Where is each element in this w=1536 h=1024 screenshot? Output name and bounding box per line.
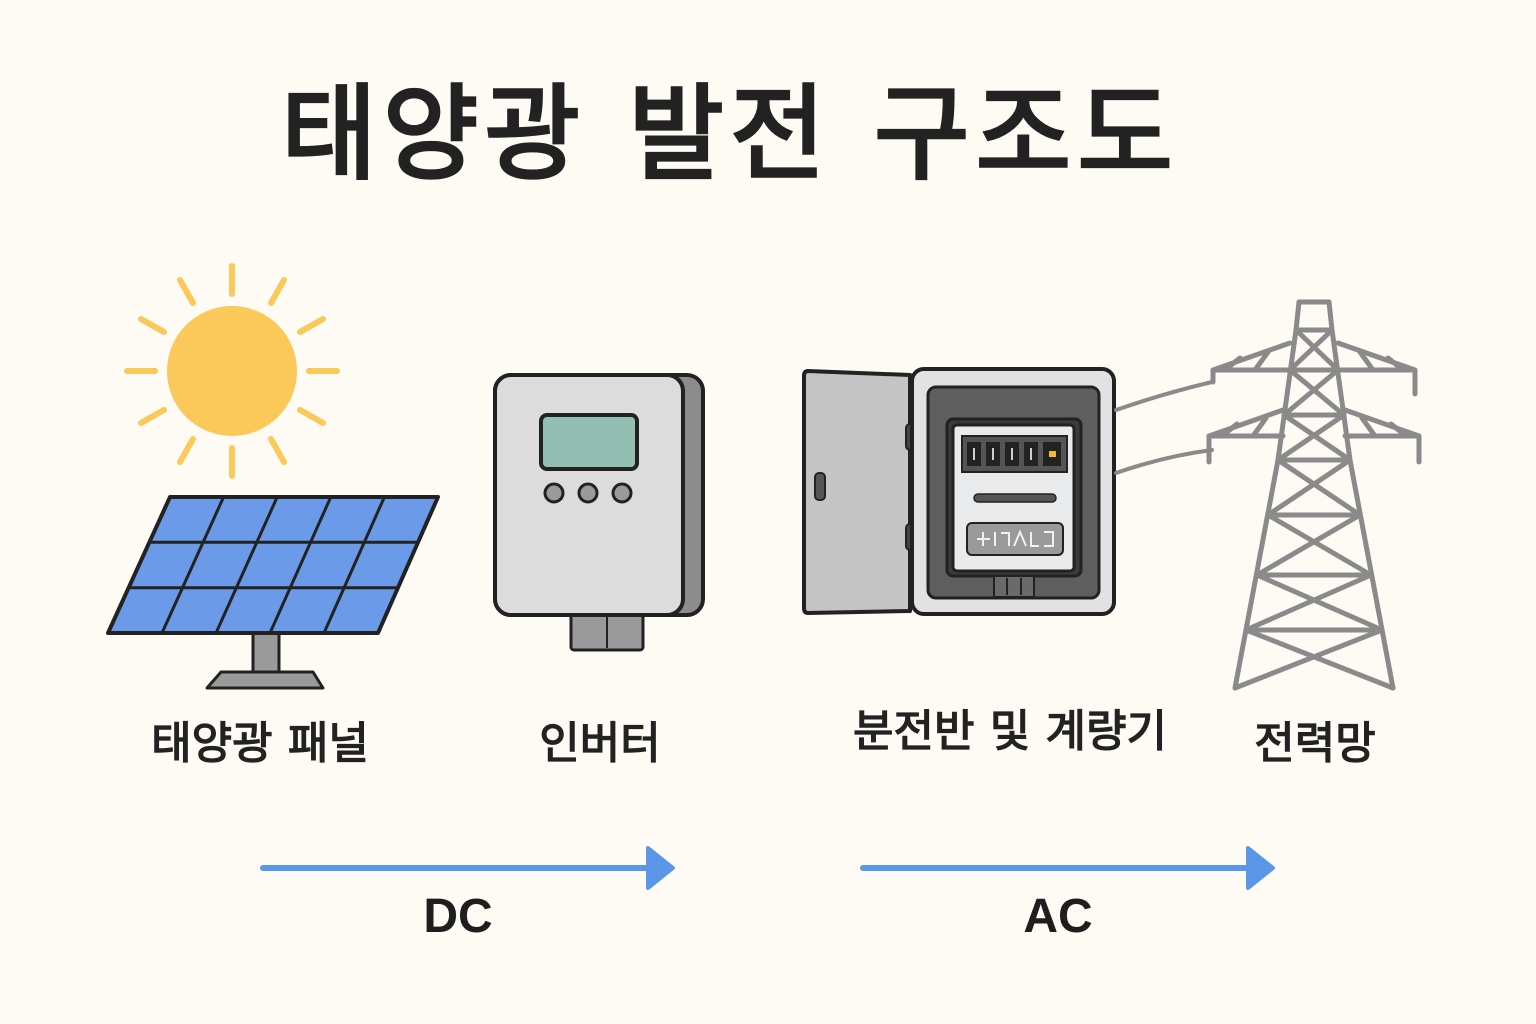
transmission-tower-icon bbox=[1206, 299, 1422, 691]
label-solar-panel: 태양광 패널 bbox=[151, 718, 369, 769]
power-line-wires bbox=[1114, 380, 1214, 475]
label-inverter: 인버터 bbox=[539, 718, 661, 769]
solar-panel-icon bbox=[106, 495, 440, 690]
label-dc: DC bbox=[423, 890, 493, 943]
distribution-board-icon bbox=[802, 367, 1116, 616]
inverter-icon bbox=[493, 373, 705, 652]
dc-arrow bbox=[260, 846, 675, 890]
sun-icon bbox=[124, 263, 340, 479]
label-power-grid: 전력망 bbox=[1254, 718, 1376, 769]
label-distribution-board: 분전반 및 계량기 bbox=[853, 706, 1167, 757]
page-title: 태양광 발전 구조도 bbox=[281, 73, 1179, 195]
ac-arrow bbox=[860, 846, 1275, 890]
label-ac: AC bbox=[1023, 890, 1093, 943]
